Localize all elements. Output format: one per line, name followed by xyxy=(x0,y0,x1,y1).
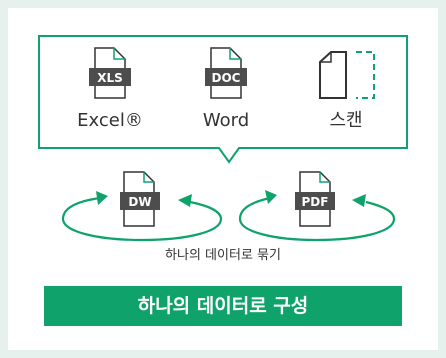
dw-badge: DW xyxy=(128,195,151,209)
excel-label: Excel® xyxy=(77,110,143,131)
dw-cycle: DW xyxy=(61,171,223,242)
left-cycle-arrowhead-left xyxy=(96,191,108,205)
summary-banner: 하나의 데이터로 구성 xyxy=(44,286,402,326)
right-cycle-ring xyxy=(238,196,396,242)
right-cycle-arrowhead-right xyxy=(352,194,366,207)
xls-document-icon: XLS xyxy=(89,47,131,99)
doc-document-icon: DOC xyxy=(205,47,247,99)
scan-page-icon xyxy=(319,51,375,99)
doc-badge: DOC xyxy=(212,71,241,85)
callout-bubble xyxy=(38,35,408,164)
left-cycle-ring xyxy=(61,196,223,242)
dw-document-icon: DW xyxy=(120,171,160,227)
pdf-cycle: PDF xyxy=(238,171,396,242)
word-label: Word xyxy=(202,110,250,131)
left-cycle-arrowhead-right xyxy=(178,194,192,207)
scan-label: 스캔 xyxy=(329,110,363,131)
pdf-document-icon: PDF xyxy=(295,171,335,227)
bundle-caption: 하나의 데이터로 묶기 xyxy=(165,248,281,263)
xls-badge: XLS xyxy=(97,71,123,85)
right-cycle-arrowhead-left xyxy=(265,190,277,204)
pdf-badge: PDF xyxy=(302,195,329,209)
